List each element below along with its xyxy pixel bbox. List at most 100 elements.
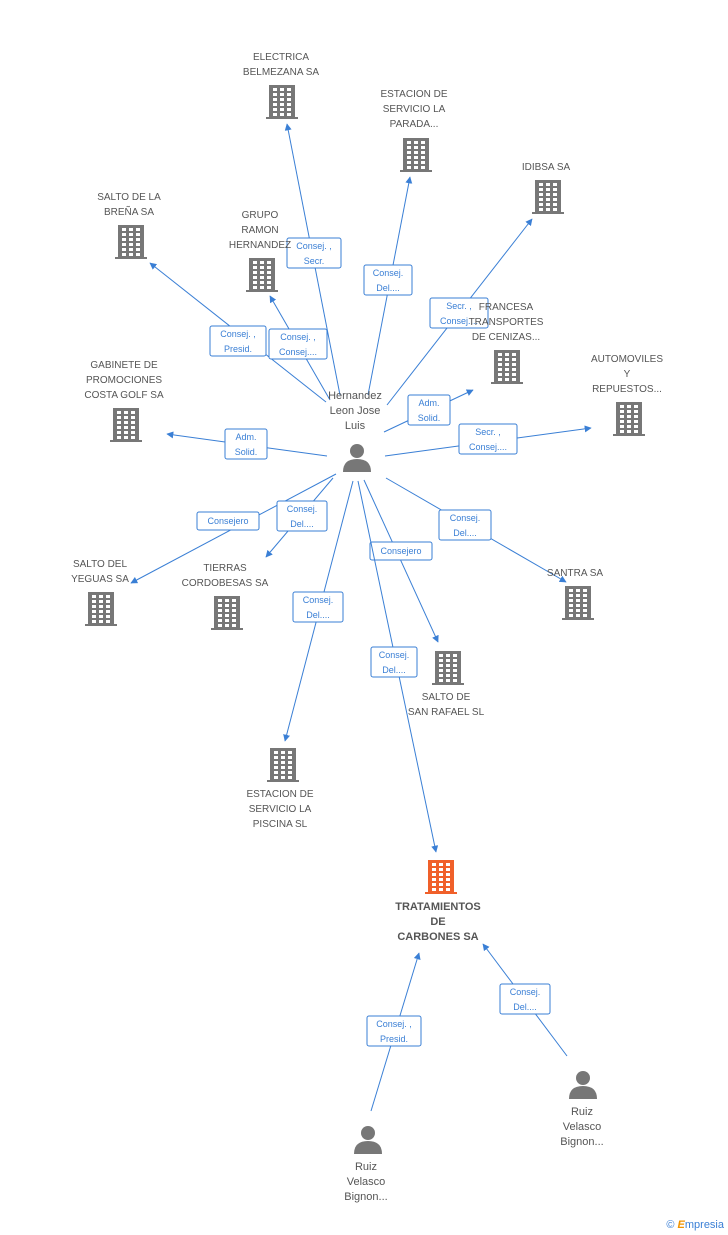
edge-label-box[interactable]: [224, 428, 268, 460]
node-label: AUTOMOVILES: [591, 354, 663, 365]
edge-label-text: Adm.: [235, 432, 256, 442]
edge-label-text: Consej. ,: [296, 241, 332, 251]
node-automoviles[interactable]: AUTOMOVILESYREPUESTOS...: [591, 354, 663, 436]
edge-label-box[interactable]: [429, 297, 489, 329]
person-icon: [354, 1126, 382, 1154]
edge-label-box[interactable]: [370, 646, 418, 678]
building-icon: [110, 408, 142, 442]
edge-label-box[interactable]: [209, 325, 267, 357]
edge-label-text: Consej.: [373, 268, 404, 278]
edge-label-text: Del....: [453, 528, 477, 538]
node-label: SANTRA SA: [547, 568, 603, 579]
edge-label-text: Consej....: [440, 316, 478, 326]
node-tierras[interactable]: TIERRAS CORDOBESAS SA: [182, 563, 269, 630]
edge-label-text: Consejero: [207, 516, 248, 526]
node-label: COSTA GOLF SA: [84, 390, 164, 401]
building-icon: [85, 592, 117, 626]
node-label: PISCINA SL: [253, 819, 308, 830]
edge-label-text: Presid.: [224, 344, 252, 354]
node-label: GRUPO: [242, 210, 279, 221]
node-label: CARBONES SA: [397, 931, 478, 943]
node-label: SAN RAFAEL SL: [408, 707, 485, 718]
node-label: Velasco: [563, 1121, 602, 1133]
node-label: RAMON: [241, 225, 278, 236]
node-label: SERVICIO LA: [249, 804, 312, 815]
edge-hernandez-salto_yeguas: Consejero: [130, 473, 337, 584]
building-icon: [562, 586, 594, 620]
edge-label-box[interactable]: [499, 983, 551, 1015]
edge-label-box[interactable]: [196, 511, 260, 531]
edge-label-text: Consej....: [469, 442, 507, 452]
edge-hernandez-tratamientos: Consej.Del....: [357, 480, 439, 853]
edge-label-box[interactable]: [458, 423, 518, 455]
edge-label-text: Consej. ,: [280, 332, 316, 342]
edge-hernandez-estacion_piscina: Consej. Del....: [283, 480, 354, 742]
node-label: IDIBSA SA: [522, 162, 571, 173]
node-label: Y: [624, 369, 631, 380]
edge-ruiz2-tratamientos: Consej.Del....: [482, 943, 568, 1057]
node-ruiz2[interactable]: RuizVelascoBignon...: [560, 1071, 604, 1148]
brand-initial: E: [677, 1219, 685, 1231]
edge-label-text: Consejero: [380, 546, 421, 556]
node-label: Velasco: [347, 1176, 386, 1188]
node-label: BELMEZANA SA: [243, 67, 319, 78]
node-label: Ruiz: [355, 1161, 377, 1173]
node-label: ESTACION DE: [246, 789, 313, 800]
edge-label-box[interactable]: [286, 237, 342, 269]
node-label: PARADA...: [390, 119, 439, 130]
building-icon: [491, 350, 523, 384]
brand-name: mpresia: [684, 1219, 724, 1231]
person-icon: [569, 1071, 597, 1099]
edge-label-box[interactable]: [268, 328, 328, 360]
edge-label-text: Consej.: [450, 513, 481, 523]
edge-label-text: Consej.: [379, 650, 410, 660]
edge-label-box[interactable]: [438, 509, 492, 541]
edge-label-box[interactable]: [366, 1015, 422, 1047]
node-label: YEGUAS SA: [71, 574, 129, 585]
node-label: ESTACION DE: [380, 89, 447, 100]
node-label: FRANCESA: [479, 302, 534, 313]
node-idibsa[interactable]: IDIBSA SA: [522, 162, 571, 214]
edge-label-text: Solid.: [235, 447, 258, 457]
node-label: Leon Jose: [330, 405, 381, 417]
edge-label-box[interactable]: [276, 500, 328, 532]
building-icon: [400, 138, 432, 172]
node-label: CORDOBESAS SA: [182, 578, 269, 589]
node-label: Bignon...: [560, 1136, 603, 1148]
node-salto_rafael[interactable]: SALTO DE SAN RAFAEL SL: [408, 651, 485, 718]
edge-label-box[interactable]: [407, 394, 451, 426]
node-label: TRATAMIENTOS: [395, 901, 481, 913]
node-ruiz1[interactable]: RuizVelascoBignon...: [344, 1126, 388, 1203]
building-icon: [266, 85, 298, 119]
edge-label-text: Del....: [306, 610, 330, 620]
node-label: Ruiz: [571, 1106, 593, 1118]
edge-label-text: Del....: [376, 283, 400, 293]
edge-label-text: Del....: [290, 519, 314, 529]
node-estacion_piscina[interactable]: ESTACION DE SERVICIO LA PISCINA SL: [246, 748, 314, 830]
node-label: SALTO DE: [422, 692, 471, 703]
edge-hernandez-francesa: Adm.Solid.: [383, 389, 474, 433]
edges-layer: Consej. ,Secr.Consej.Del....Secr. ,Conse…: [130, 123, 592, 1112]
edge-label-box[interactable]: [369, 541, 433, 561]
node-santra[interactable]: SANTRA SA: [547, 568, 603, 620]
building-icon: [532, 180, 564, 214]
edge-label-text: Consej.: [287, 504, 318, 514]
building-icon: [613, 402, 645, 436]
node-label: TIERRAS: [203, 563, 247, 574]
node-label: DE CENIZAS...: [472, 332, 540, 343]
edge-label-text: Secr.: [304, 256, 325, 266]
edge-label-box[interactable]: [363, 264, 413, 296]
edge-label-box[interactable]: [292, 591, 344, 623]
edge-hernandez-electrica: Consej. , Secr.: [284, 123, 342, 396]
